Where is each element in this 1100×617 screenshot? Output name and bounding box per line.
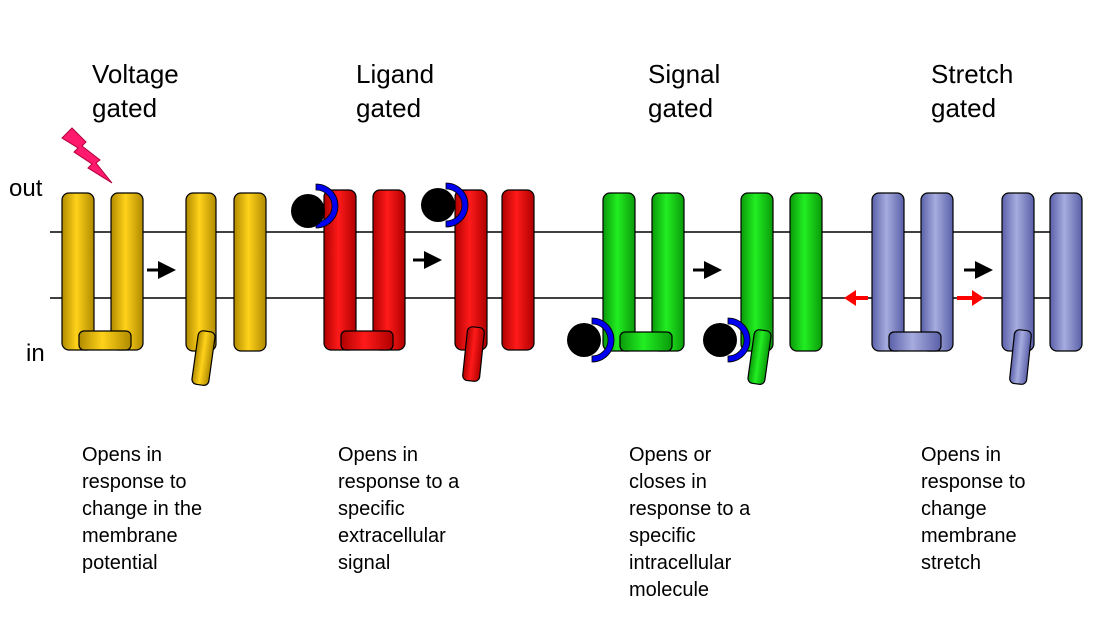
stretch-channel-open (1001, 192, 1083, 385)
heading-line: gated (92, 93, 158, 123)
ligand-channel-open (421, 182, 535, 382)
desc-line: Opens in (338, 444, 419, 466)
channel-subunit (372, 189, 406, 351)
channel-gate (888, 331, 942, 352)
desc-line: extracellular (338, 525, 446, 547)
channel-gate (340, 330, 394, 351)
signal-molecule-icon (567, 323, 601, 357)
signal-description: Opens or closes in response to a specifi… (629, 442, 750, 604)
heading-line: gated (356, 93, 422, 123)
voltage-channel-open (185, 192, 267, 386)
channel-subunit (110, 192, 144, 351)
desc-line: specific (629, 525, 696, 547)
desc-line: molecule (629, 579, 710, 601)
stretch-arrow-right-head (972, 290, 984, 306)
signal-channel-open (703, 192, 823, 385)
receptor-cup-icon (727, 317, 751, 363)
heading-line: gated (931, 93, 997, 123)
heading-line: gated (648, 93, 714, 123)
channel-subunit (61, 192, 95, 351)
stretch-force-arrows (844, 290, 984, 306)
stretch-description: Opens in response to change membrane str… (921, 442, 1026, 577)
ligand-ball-icon (291, 194, 325, 228)
desc-line: Opens in (82, 444, 163, 466)
channel-gate (1009, 329, 1032, 385)
receptor-cup-icon (315, 183, 339, 229)
signal-heading: Signal gated (648, 57, 720, 125)
channel-subunit (185, 192, 217, 352)
stretch-channel-closed (871, 192, 954, 352)
desc-line: Opens in (921, 444, 1002, 466)
channel-gate (747, 329, 772, 385)
stretch-arrow-left-head (844, 290, 856, 306)
channel-subunit (871, 192, 905, 352)
desc-line: response to a (338, 471, 460, 493)
desc-line: response to (921, 471, 1026, 493)
channel-gate (191, 330, 216, 386)
voltage-heading: Voltage gated (92, 57, 179, 125)
desc-line: membrane (921, 525, 1017, 547)
desc-line: closes in (629, 471, 707, 493)
desc-line: Opens or (629, 444, 712, 466)
out-label: out (9, 175, 43, 202)
desc-line: stretch (921, 552, 982, 574)
heading-line: Voltage (92, 59, 179, 89)
receptor-cup-icon (445, 182, 469, 228)
desc-line: change (921, 498, 987, 520)
desc-line: response to a (629, 498, 751, 520)
ligand-ball-icon (421, 188, 455, 222)
receptor-cup-icon (591, 317, 615, 363)
desc-line: intracellular (629, 552, 732, 574)
heading-line: Ligand (356, 59, 435, 89)
channel-subunit (602, 192, 636, 352)
voltage-description: Opens in response to change in the membr… (82, 442, 202, 577)
channel-subunit (233, 192, 267, 352)
signal-molecule-icon (703, 323, 737, 357)
signal-channel-closed (567, 192, 685, 363)
stretch-heading: Stretch gated (931, 57, 1013, 125)
channel-gate (619, 331, 673, 352)
heading-line: Stretch (931, 59, 1014, 89)
lightning-icon (61, 127, 113, 184)
channel-subunit (920, 192, 954, 352)
desc-line: membrane (82, 525, 178, 547)
ligand-description: Opens in response to a specific extracel… (338, 442, 459, 577)
channel-subunit (323, 189, 357, 351)
in-label: in (26, 340, 45, 367)
channel-subunit (1049, 192, 1083, 352)
ligand-channel-closed (291, 183, 406, 351)
desc-line: change in the (82, 498, 203, 520)
channel-subunit (651, 192, 685, 352)
desc-line: potential (82, 552, 158, 574)
desc-line: specific (338, 498, 405, 520)
heading-line: Signal (648, 59, 721, 89)
channel-gate (462, 326, 485, 382)
ligand-heading: Ligand gated (356, 57, 434, 125)
desc-line: response to (82, 471, 187, 493)
desc-line: signal (338, 552, 391, 574)
channel-subunit (1001, 192, 1035, 352)
channel-gate (78, 330, 132, 351)
voltage-channel-closed (61, 192, 144, 351)
channel-subunit (789, 192, 823, 352)
channel-subunit (501, 189, 535, 351)
